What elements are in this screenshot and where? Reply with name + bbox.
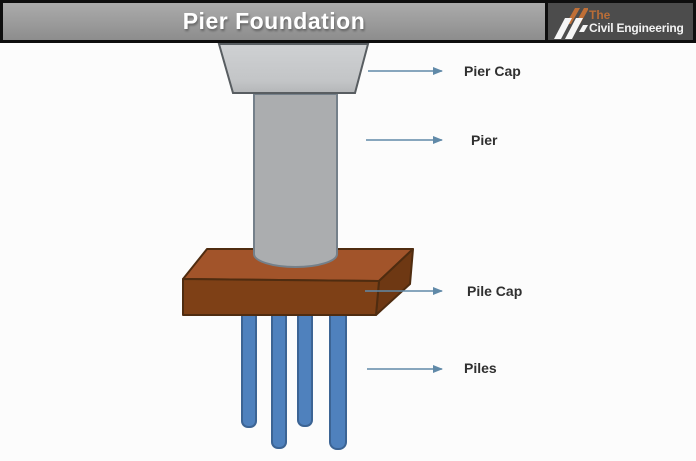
- piles-label: Piles: [464, 360, 497, 376]
- pile-shape-2: [271, 305, 287, 449]
- piles-group: [241, 305, 347, 450]
- slashes-logo-icon: [554, 7, 588, 39]
- pile-cap-label: Pile Cap: [467, 283, 523, 299]
- pier-cap-shape: [217, 43, 370, 94]
- pier-label: Pier: [471, 132, 498, 148]
- pier-cap-label: Pier Cap: [464, 63, 521, 79]
- title-section: Pier Foundation: [3, 3, 545, 40]
- brand-name-bottom: Civil Engineering: [589, 20, 684, 35]
- header-bar: Pier Foundation The Civil Engineering: [0, 0, 696, 43]
- pile-shape-3: [297, 305, 313, 427]
- pile-cap-shape: [182, 248, 414, 316]
- brand-logo: The Civil Engineering: [545, 3, 693, 40]
- page-title: Pier Foundation: [182, 8, 366, 34]
- pile-shape-4: [329, 305, 347, 450]
- pier-shape: [253, 93, 338, 268]
- brand-name-top: The: [589, 7, 611, 22]
- brand-text: The Civil Engineering: [589, 9, 684, 34]
- annotation-arrows: [365, 67, 443, 373]
- pile-cap-front-face: [182, 278, 380, 316]
- pile-shape-1: [241, 305, 257, 428]
